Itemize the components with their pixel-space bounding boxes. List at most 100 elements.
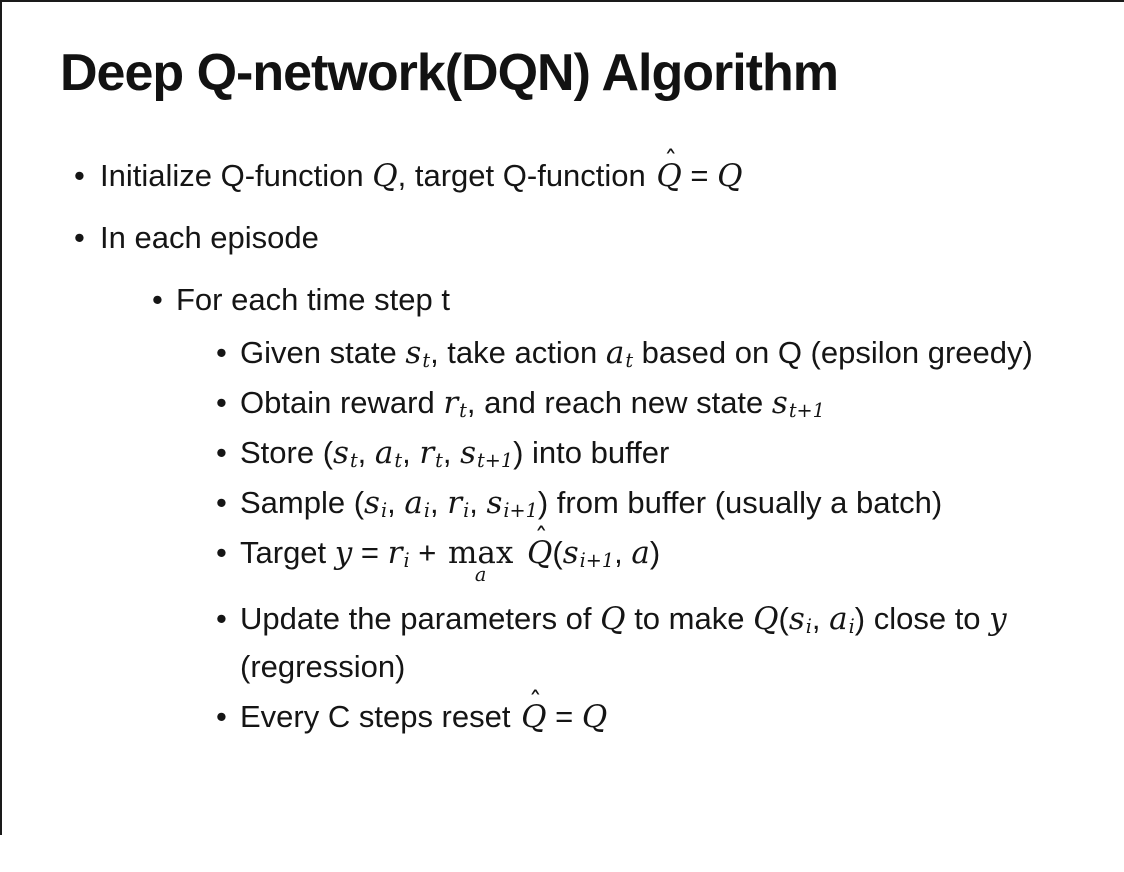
- bullet-text: In each episode: [100, 214, 1080, 262]
- text-segment: ,: [811, 601, 830, 637]
- math-var: s: [405, 335, 422, 372]
- text-segment: ,: [469, 485, 487, 521]
- text-segment: ,: [614, 535, 632, 571]
- slide-title: Deep Q-network(DQN) Algorithm: [60, 44, 839, 102]
- math-operator-name: max: [447, 535, 514, 572]
- math-subscript: t: [435, 449, 443, 473]
- math-operator-under: a: [474, 563, 487, 587]
- math-var: r: [447, 485, 463, 522]
- bullet-text: For each time step t: [176, 276, 1080, 324]
- math-var: s: [562, 535, 579, 572]
- bullet-item: • In each episode: [74, 214, 1080, 262]
- math-var: a: [374, 435, 394, 472]
- math-var: r: [419, 435, 435, 472]
- text-segment: Initialize Q-function: [100, 158, 373, 194]
- math-subscript: i+1: [579, 549, 615, 573]
- math-var: s: [771, 385, 788, 422]
- bullet-marker: •: [74, 158, 85, 194]
- math-subscript: t+1: [788, 399, 825, 423]
- bullet-marker: •: [216, 535, 227, 571]
- math-var: a: [829, 601, 848, 638]
- math-var: s: [333, 435, 349, 472]
- text-segment: , target Q-function: [397, 158, 655, 194]
- bullet-item: •Store (st, at, rt, st+1) into buffer: [74, 429, 1080, 477]
- math-subscript: i: [463, 499, 470, 523]
- text-segment: =: [681, 158, 718, 194]
- text-segment: Every C steps reset: [240, 699, 520, 735]
- bullet-text: Store (st, at, rt, st+1) into buffer: [240, 429, 1080, 477]
- math-var: Q: [526, 535, 553, 572]
- bullet-list: •Initialize Q-function Q, target Q-funct…: [0, 149, 1110, 741]
- bullet-marker: •: [216, 485, 227, 521]
- text-segment: Store (: [240, 435, 334, 471]
- bullet-marker: •: [216, 699, 227, 735]
- math-var: r: [387, 535, 403, 572]
- math-var: Q: [581, 699, 608, 736]
- text-segment: based on Q (epsilon greedy): [633, 335, 1033, 371]
- bullet-marker: •: [216, 435, 227, 471]
- math-subscript: t: [625, 349, 634, 373]
- text-segment: ) into buffer: [513, 435, 670, 471]
- math-subscript: t: [422, 349, 431, 373]
- math-var: r: [443, 385, 459, 422]
- bullet-marker: •: [216, 385, 227, 421]
- text-segment: ,: [357, 435, 375, 471]
- text-segment: (: [778, 601, 789, 637]
- bullet-marker: •: [216, 601, 227, 637]
- bullet-item: •Update the parameters of Q to make Q(si…: [74, 595, 1080, 691]
- math-var: y: [334, 535, 353, 572]
- slide-top-border: [0, 0, 1124, 2]
- bullet-text: Given state st, take action at based on …: [240, 329, 1080, 377]
- bullet-text: Sample (si, ai, ri, si+1) from buffer (u…: [240, 479, 1080, 527]
- math-var: s: [364, 485, 380, 522]
- text-segment: =: [352, 535, 388, 571]
- bullet-item: •Obtain reward rt, and reach new state s…: [74, 379, 1080, 427]
- math-var: a: [631, 535, 650, 572]
- math-var: Q: [521, 699, 547, 736]
- math-var: Q: [656, 158, 682, 195]
- bullet-item: •Initialize Q-function Q, target Q-funct…: [74, 149, 1080, 200]
- text-segment: Target: [240, 535, 335, 571]
- text-segment: ) close to: [854, 601, 990, 637]
- math-var: Q: [600, 601, 626, 638]
- text-segment: Sample (: [240, 485, 365, 521]
- math-subscript: i: [380, 499, 388, 523]
- math-var: s: [788, 601, 805, 638]
- math-var: Q: [753, 601, 779, 638]
- text-segment: to make: [625, 601, 754, 637]
- math-var: s: [486, 485, 503, 522]
- text-segment: Update the parameters of: [240, 601, 601, 637]
- math-subscript: i+1: [503, 499, 538, 523]
- bullet-item: • Given state st, take action at based on…: [74, 329, 1080, 377]
- text-segment: ,: [402, 435, 420, 471]
- slide-left-border: [0, 0, 2, 835]
- bullet-item: • Sample (si, ai, ri, si+1) from buffer (…: [74, 479, 1080, 527]
- text-segment: (: [552, 535, 563, 571]
- math-subscript: i: [848, 615, 855, 639]
- text-segment: For each time step t: [176, 282, 450, 318]
- math-var: y: [989, 601, 1007, 638]
- bullet-marker: •: [152, 282, 163, 318]
- text-segment: [516, 535, 525, 570]
- bullet-marker: •: [216, 335, 227, 371]
- text-segment: Obtain reward: [240, 385, 444, 421]
- math-subscript: i: [805, 615, 812, 639]
- math-var: Q: [717, 158, 743, 195]
- text-segment: (regression): [240, 649, 406, 685]
- math-subscript: t+1: [477, 449, 514, 473]
- bullet-item: • For each time step t: [74, 276, 1080, 324]
- bullet-marker: •: [74, 220, 85, 256]
- text-segment: ) from buffer (usually a batch): [537, 485, 943, 521]
- hat-accent-icon: ˆ: [664, 147, 678, 178]
- text-segment: ,: [387, 485, 405, 521]
- hat-accent-icon: ˆ: [528, 688, 542, 719]
